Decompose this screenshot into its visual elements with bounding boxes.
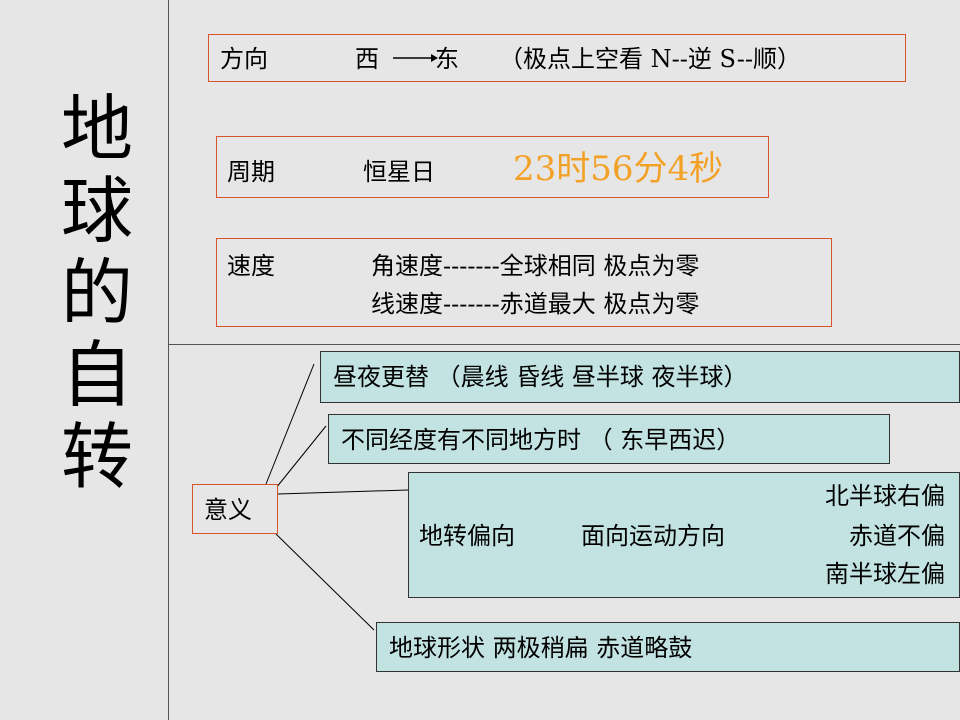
equator-deflection: 赤道不偏: [849, 522, 945, 550]
deflection-condition: 面向运动方向: [581, 522, 725, 550]
direction-label: 方向: [220, 45, 268, 73]
south-deflection: 南半球左偏: [825, 560, 945, 588]
meaning-label: 意义: [204, 496, 252, 524]
shape-box: 地球形状 两极稍扁 赤道略鼓: [376, 622, 960, 672]
angular-speed: 角速度-------全球相同 极点为零: [371, 252, 700, 280]
period-label: 周期: [227, 158, 275, 186]
north-deflection: 北半球右偏: [825, 482, 945, 510]
speed-box: 速度 角速度-------全球相同 极点为零 线速度-------赤道最大 极点…: [216, 238, 832, 327]
direction-to: 东: [435, 45, 459, 73]
title-char: 球: [60, 169, 133, 253]
day-night-text: 昼夜更替 （晨线 昏线 昼半球 夜半球）: [333, 363, 748, 391]
linear-speed: 线速度-------赤道最大 极点为零: [371, 290, 700, 318]
title-char: 的: [60, 251, 133, 335]
direction-note: （极点上空看 N--逆 S--顺）: [499, 45, 802, 73]
direction-box: 方向 西 东 （极点上空看 N--逆 S--顺）: [208, 34, 906, 82]
period-box: 周期 恒星日 23时56分4秒: [216, 136, 769, 198]
meaning-box: 意义: [192, 484, 278, 534]
horizontal-divider: [168, 344, 960, 345]
local-time-text: 不同经度有不同地方时 （ 东早西迟）: [341, 426, 741, 454]
deflection-box: 北半球右偏 地转偏向 面向运动方向 赤道不偏 南半球左偏: [408, 472, 960, 598]
shape-text: 地球形状 两极稍扁 赤道略鼓: [389, 634, 693, 662]
vertical-divider: [168, 0, 169, 720]
direction-arrow: [393, 54, 438, 62]
slide-title: 地 球 的 自 转: [52, 88, 142, 498]
deflection-label: 地转偏向: [419, 522, 515, 550]
title-char: 地: [60, 87, 133, 171]
speed-label: 速度: [227, 252, 275, 280]
period-value: 23时56分4秒: [513, 149, 724, 189]
period-name: 恒星日: [363, 158, 435, 186]
title-char: 自: [60, 333, 133, 417]
direction-from: 西: [355, 45, 379, 73]
day-night-box: 昼夜更替 （晨线 昏线 昼半球 夜半球）: [320, 351, 960, 403]
local-time-box: 不同经度有不同地方时 （ 东早西迟）: [328, 414, 890, 464]
title-char: 转: [60, 415, 133, 499]
